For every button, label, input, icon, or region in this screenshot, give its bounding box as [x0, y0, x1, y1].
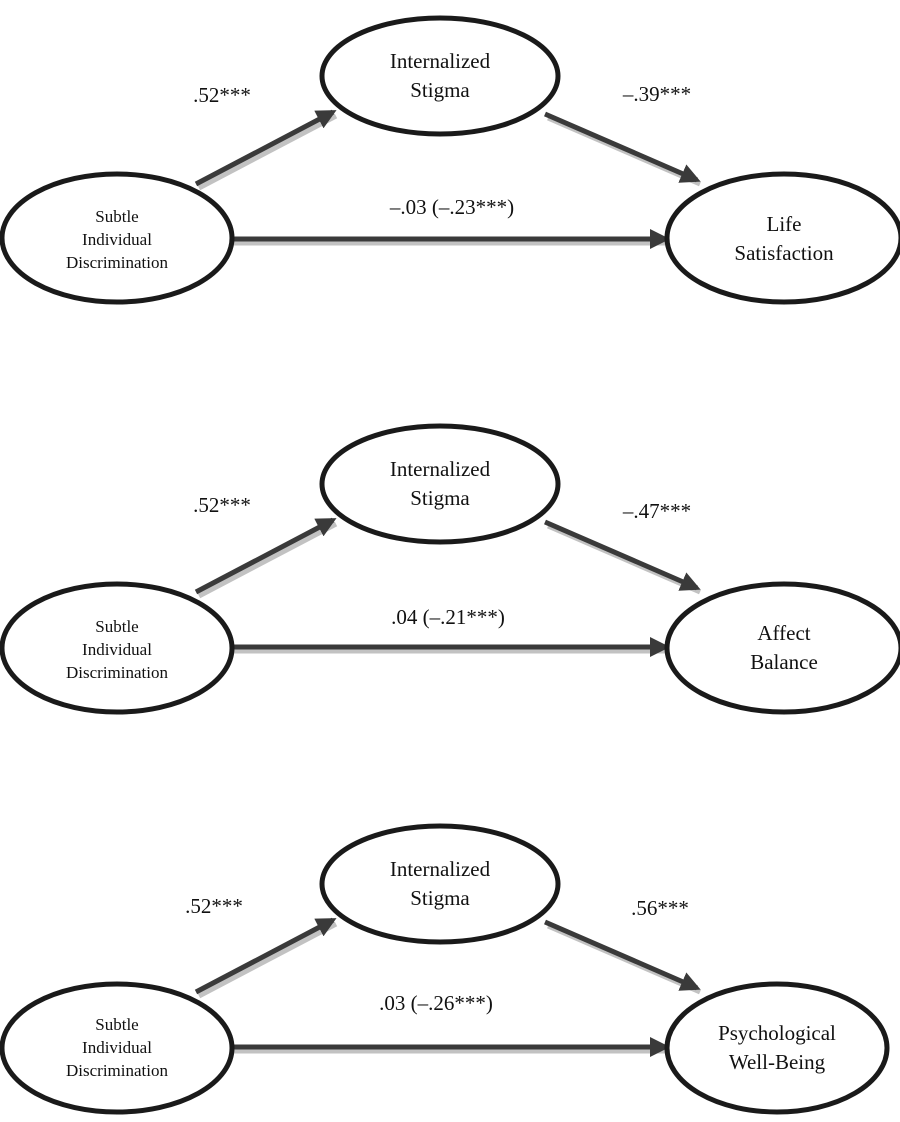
- predictor-label-line-2: Individual: [82, 640, 152, 659]
- predictor-label-line-1: Subtle: [95, 617, 138, 636]
- path-c-coefficient: .03 (–.26***): [379, 991, 493, 1015]
- edge-mediator-outcome: [544, 111, 701, 183]
- outcome-label-line-1: Affect: [757, 621, 810, 645]
- edge-mediator-outcome: [544, 519, 701, 591]
- mediator-label-line-2: Stigma: [410, 886, 470, 910]
- panel-1: Subtle Individual Discrimination Interna…: [0, 15, 900, 305]
- mediator-label-line-1: Internalized: [390, 457, 491, 481]
- node-outcome: [664, 171, 900, 305]
- path-a-coefficient: .52***: [193, 493, 251, 517]
- path-c-coefficient: .04 (–.21***): [391, 605, 505, 629]
- path-b-coefficient: –.47***: [622, 499, 691, 523]
- node-predictor: [0, 981, 235, 1115]
- outcome-label-line-2: Balance: [750, 650, 818, 674]
- edge-predictor-mediator: [194, 517, 337, 595]
- node-mediator: [319, 423, 561, 545]
- predictor-label-line-3: Discrimination: [66, 253, 168, 272]
- outcome-label-line-1: Life: [767, 212, 802, 236]
- node-predictor: [0, 581, 235, 715]
- outcome-label-line-1: Psychological: [718, 1021, 836, 1045]
- mediator-label-line-2: Stigma: [410, 486, 470, 510]
- mediator-label-line-1: Internalized: [390, 49, 491, 73]
- node-outcome: [664, 981, 890, 1115]
- node-mediator: [319, 15, 561, 137]
- panel-2: Subtle Individual Discrimination Interna…: [0, 423, 900, 715]
- path-b-coefficient: .56***: [631, 896, 689, 920]
- outcome-label-line-2: Well-Being: [729, 1050, 826, 1074]
- path-a-coefficient: .52***: [193, 83, 251, 107]
- predictor-label-line-3: Discrimination: [66, 1061, 168, 1080]
- predictor-label-line-1: Subtle: [95, 207, 138, 226]
- edge-mediator-outcome: [544, 919, 701, 991]
- edge-predictor-mediator: [194, 109, 337, 187]
- path-a-coefficient: .52***: [185, 894, 243, 918]
- predictor-label-line-2: Individual: [82, 1038, 152, 1057]
- predictor-label-line-2: Individual: [82, 230, 152, 249]
- mediator-label-line-1: Internalized: [390, 857, 491, 881]
- path-c-coefficient: –.03 (–.23***): [389, 195, 514, 219]
- panel-3: Subtle Individual Discrimination Interna…: [0, 823, 890, 1115]
- node-predictor: [0, 171, 235, 305]
- path-b-coefficient: –.39***: [622, 82, 691, 106]
- node-mediator: [319, 823, 561, 945]
- predictor-label-line-3: Discrimination: [66, 663, 168, 682]
- edge-predictor-mediator: [194, 917, 337, 995]
- mediator-label-line-2: Stigma: [410, 78, 470, 102]
- outcome-label-line-2: Satisfaction: [734, 241, 834, 265]
- predictor-label-line-1: Subtle: [95, 1015, 138, 1034]
- node-outcome: [664, 581, 900, 715]
